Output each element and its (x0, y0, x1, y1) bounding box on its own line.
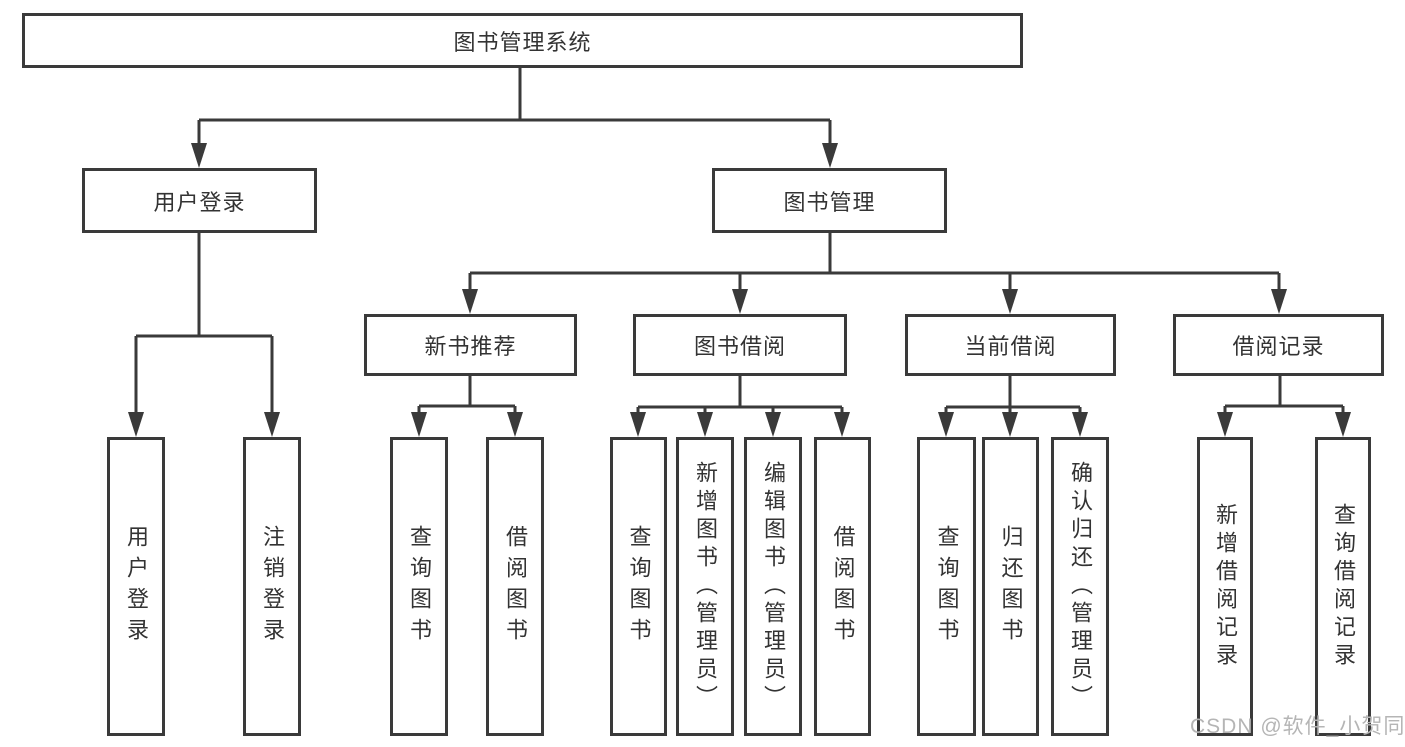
node-label: 图书管理 (783, 189, 876, 215)
node-label: 新增图书（管理员） (693, 460, 718, 713)
leaf-newbooks-borrow-books: 借阅图书 (486, 437, 544, 736)
node-label: 查询图书 (626, 524, 652, 649)
leaf-current-confirm-return-admin: 确认归还（管理员） (1051, 437, 1109, 736)
leaf-user-login: 用户登录 (107, 437, 165, 736)
node-label: 当前借阅 (964, 334, 1057, 359)
connector-new-book-recommend-to-leaves (411, 376, 523, 437)
node-label: 借阅图书 (503, 524, 528, 649)
node-book-management: 图书管理 (712, 168, 947, 233)
connector-user-login-to-leaves (128, 233, 280, 437)
node-label: 查询图书 (407, 524, 432, 649)
node-borrow-records: 借阅记录 (1173, 314, 1384, 376)
connector-book-borrow-to-leaves (630, 376, 850, 437)
node-label: 图书管理系统 (453, 29, 592, 55)
node-label: 查询借阅记录 (1331, 502, 1356, 671)
leaf-current-query-books: 查询图书 (917, 437, 976, 736)
leaf-borrow-query-books: 查询图书 (610, 437, 667, 736)
node-book-borrow: 图书借阅 (633, 314, 847, 376)
leaf-borrow-borrow-books: 借阅图书 (814, 437, 871, 736)
node-label: 用户登录 (124, 524, 149, 649)
node-label: 注销登录 (260, 524, 285, 649)
node-label: 借阅图书 (830, 524, 856, 649)
node-current-borrow: 当前借阅 (905, 314, 1116, 376)
leaf-borrow-edit-book-admin: 编辑图书（管理员） (744, 437, 802, 736)
node-label: 新书推荐 (424, 334, 517, 359)
node-label: 归还图书 (998, 524, 1024, 649)
connector-root-to-level2 (191, 68, 838, 168)
node-label: 图书借阅 (693, 334, 786, 359)
node-label: 查询图书 (934, 524, 960, 649)
connector-book-management-to-level3 (462, 233, 1287, 314)
node-label: 编辑图书（管理员） (761, 460, 786, 713)
leaf-logout: 注销登录 (243, 437, 301, 736)
node-label: 用户登录 (153, 189, 246, 215)
node-label: 确认归还（管理员） (1068, 460, 1093, 713)
leaf-records-query-record: 查询借阅记录 (1315, 437, 1371, 736)
leaf-borrow-add-book-admin: 新增图书（管理员） (676, 437, 734, 736)
node-label: 借阅记录 (1232, 334, 1325, 359)
node-new-book-recommend: 新书推荐 (364, 314, 577, 376)
connector-borrow-records-to-leaves (1217, 376, 1351, 437)
connector-current-borrow-to-leaves (938, 376, 1088, 437)
leaf-records-add-record: 新增借阅记录 (1197, 437, 1253, 736)
node-library-system: 图书管理系统 (22, 13, 1023, 68)
node-user-login: 用户登录 (82, 168, 317, 233)
node-label: 新增借阅记录 (1213, 502, 1238, 671)
csdn-watermark: CSDN @软件_小贺同学 (1190, 715, 1405, 738)
leaf-newbooks-query-books: 查询图书 (390, 437, 448, 736)
leaf-current-return-books: 归还图书 (982, 437, 1039, 736)
